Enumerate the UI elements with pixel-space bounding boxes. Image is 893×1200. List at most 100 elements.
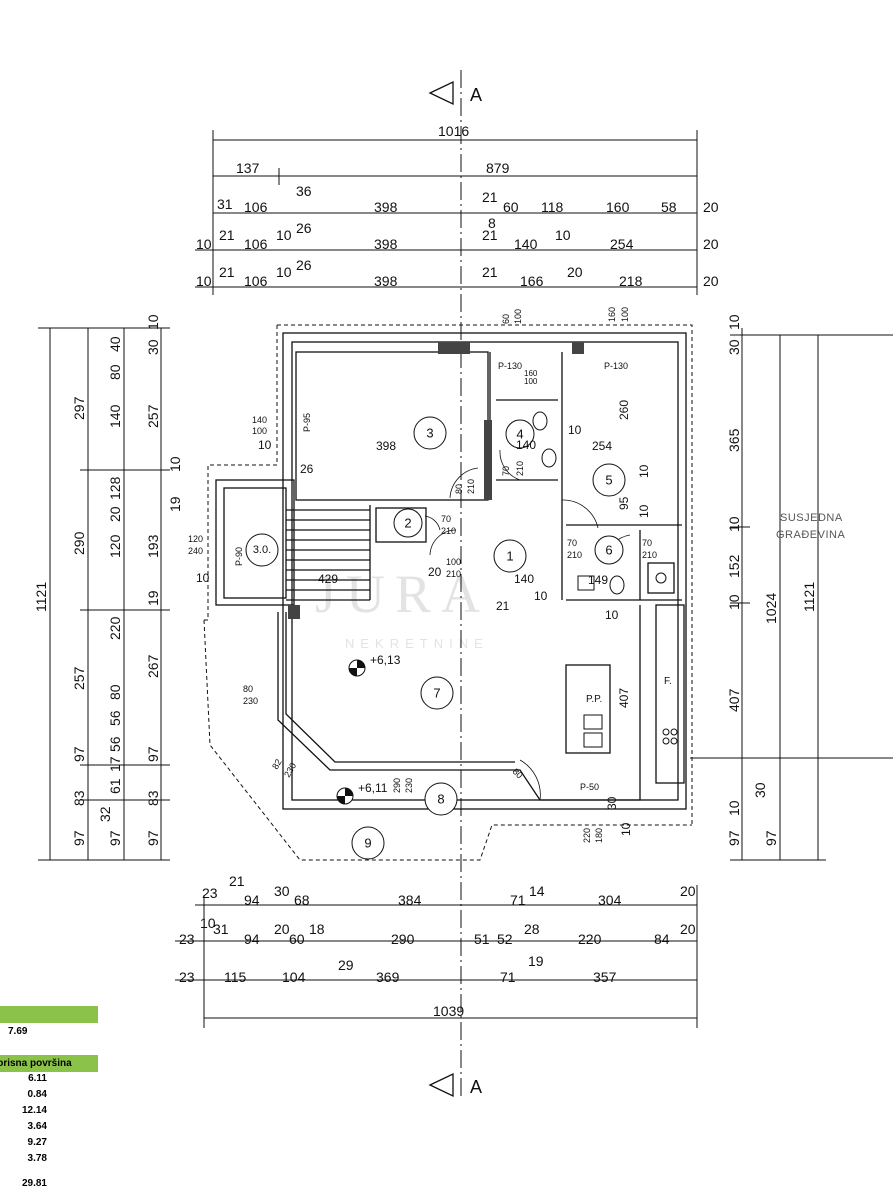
left-dim: 97 bbox=[145, 830, 161, 846]
left-dim: 83 bbox=[145, 790, 161, 806]
bottom-dim: 14 bbox=[529, 883, 545, 899]
right-dim: 97 bbox=[726, 830, 742, 846]
bottom-dim: 220 bbox=[578, 931, 602, 947]
left-dim: 80 bbox=[107, 684, 123, 700]
bottom-dim: 84 bbox=[654, 931, 670, 947]
column bbox=[288, 605, 300, 619]
area-value: 9.27 bbox=[27, 1137, 47, 1148]
sink-icon bbox=[577, 575, 595, 591]
left-dim: 19 bbox=[167, 496, 183, 512]
interior-dim: 429 bbox=[318, 572, 338, 586]
top-dim: 254 bbox=[610, 236, 634, 252]
bottom-dim: 104 bbox=[282, 969, 306, 985]
bottom-dim: 94 bbox=[244, 931, 260, 947]
interior-dim: 240 bbox=[188, 546, 203, 556]
watermark-logo: JURA bbox=[315, 564, 490, 624]
bottom-dim: 52 bbox=[497, 931, 513, 947]
interior-dim: 230 bbox=[243, 696, 258, 706]
window-label: 160 bbox=[607, 307, 617, 322]
top-dim: 106 bbox=[244, 199, 268, 215]
interior-dim: 10 bbox=[637, 464, 651, 478]
interior-dim: 10 bbox=[534, 589, 548, 603]
top-dim: 106 bbox=[244, 236, 268, 252]
top-dim: 20 bbox=[567, 264, 583, 280]
top-dim: 60 bbox=[503, 199, 519, 215]
right-dim: 10 bbox=[726, 314, 742, 330]
room-number-9: 9 bbox=[364, 836, 371, 851]
top-dim: 10 bbox=[276, 227, 292, 243]
building-outline-dashed bbox=[203, 324, 693, 861]
left-dim: 40 bbox=[107, 336, 123, 352]
interior-dim: 82 bbox=[270, 757, 284, 771]
window-label: P-95 bbox=[302, 413, 312, 432]
washer-icon bbox=[655, 572, 667, 584]
section-marker-top: A bbox=[428, 80, 482, 106]
window-label: 100 bbox=[620, 307, 630, 322]
walls bbox=[215, 332, 687, 810]
bottom-dim: 290 bbox=[391, 931, 415, 947]
room-markers: 3 2 1 3.0. 4 5 6 7 8 9 bbox=[245, 416, 626, 860]
top-dim: 10 bbox=[555, 227, 571, 243]
top-overall-width: 1016 bbox=[438, 123, 469, 139]
interior-dim: 10 bbox=[619, 822, 633, 836]
svg-text:+6,13: +6,13 bbox=[370, 653, 401, 667]
interior-dim: 30 bbox=[605, 796, 619, 810]
section-marker-bottom: A bbox=[428, 1072, 482, 1098]
interior-dim: 70 bbox=[501, 466, 511, 476]
interior-dim: 80 bbox=[454, 484, 464, 494]
interior-dim: 20 bbox=[428, 565, 442, 579]
top-dim: 398 bbox=[374, 236, 398, 252]
bottom-dim: 94 bbox=[244, 892, 260, 908]
interior-dim: 180 bbox=[594, 828, 604, 843]
left-dim: 297 bbox=[71, 396, 87, 420]
level-marker-upper: +6,13 bbox=[348, 653, 401, 677]
left-dim: 267 bbox=[145, 654, 161, 678]
right-inner-height: 1024 bbox=[763, 593, 779, 624]
top-dim: 21 bbox=[482, 189, 498, 205]
bottom-dimension-texts: 23 21 10 94 30 68 384 71 14 304 20 23 31… bbox=[179, 873, 696, 1019]
right-dim: 10 bbox=[726, 800, 742, 816]
bottom-dim: 20 bbox=[680, 921, 696, 937]
left-dim: 83 bbox=[71, 790, 87, 806]
interior-dim: 230 bbox=[404, 778, 414, 793]
left-dim: 120 bbox=[107, 534, 123, 558]
column bbox=[572, 342, 584, 354]
column bbox=[438, 342, 470, 354]
top-dim: 21 bbox=[482, 264, 498, 280]
left-dim: 17 bbox=[107, 756, 123, 772]
interior-dim: 210 bbox=[515, 461, 525, 476]
room-number-6: 6 bbox=[605, 543, 612, 558]
interior-dim: 407 bbox=[617, 688, 631, 708]
level-marker-lower: +6,11 bbox=[336, 781, 388, 805]
top-dim: 10 bbox=[196, 236, 212, 252]
window-label: 100 bbox=[524, 377, 538, 386]
right-dim: 97 bbox=[763, 830, 779, 846]
interior-dim: 95 bbox=[617, 496, 631, 510]
left-dimension-texts: 1121 297 290 257 97 83 97 40 80 140 128 … bbox=[33, 314, 183, 846]
top-dim: 10 bbox=[196, 273, 212, 289]
area-value: 3.64 bbox=[27, 1121, 47, 1132]
bottom-dim: 51 bbox=[474, 931, 490, 947]
kitchen-island-label: P.P. bbox=[586, 694, 602, 705]
left-dim: 61 bbox=[107, 778, 123, 794]
area-table-header-label: Korisna površina bbox=[0, 1058, 72, 1069]
left-dimension-lines bbox=[38, 327, 170, 861]
interior-dim: 10 bbox=[258, 438, 272, 452]
right-dimension-lines bbox=[690, 328, 893, 861]
right-dim: 30 bbox=[726, 339, 742, 355]
bottom-dim: 20 bbox=[274, 921, 290, 937]
top-dim: 36 bbox=[296, 183, 312, 199]
left-dim: 10 bbox=[145, 314, 161, 330]
bottom-dim: 10 bbox=[200, 915, 216, 931]
right-dim: 10 bbox=[726, 594, 742, 610]
window-label: 60 bbox=[501, 314, 511, 324]
toilet-icon bbox=[532, 411, 548, 431]
right-dim: 152 bbox=[726, 554, 742, 578]
bottom-dim: 23 bbox=[179, 931, 195, 947]
bottom-dim: 369 bbox=[376, 969, 400, 985]
top-dim: 26 bbox=[296, 220, 312, 236]
interior-dim: 254 bbox=[592, 439, 612, 453]
room-number-1: 1 bbox=[506, 549, 513, 564]
bottom-dim: 68 bbox=[294, 892, 310, 908]
interior-dim: 210 bbox=[642, 550, 657, 560]
